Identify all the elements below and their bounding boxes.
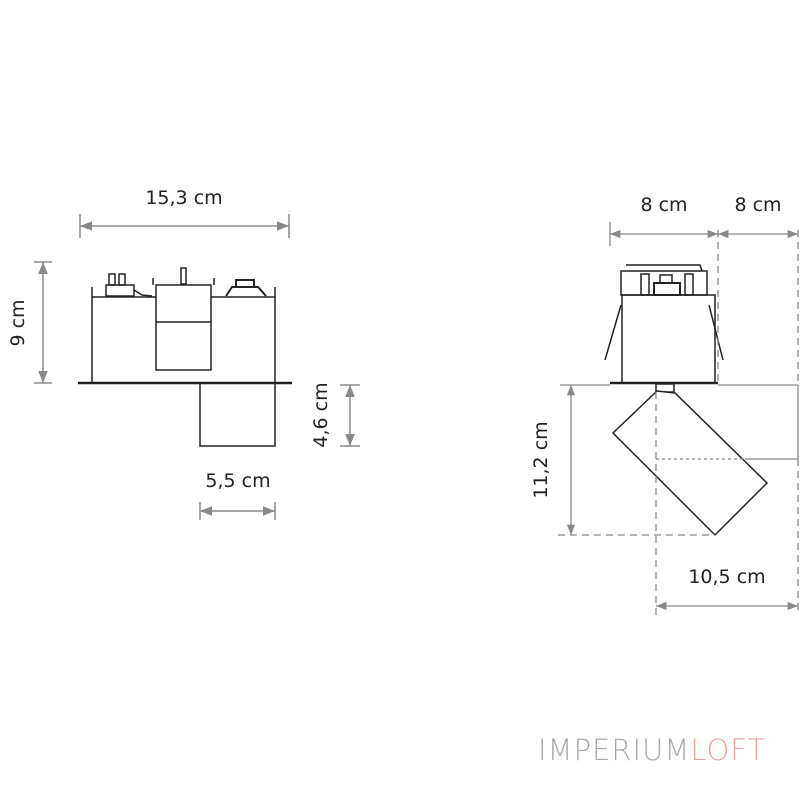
- front-view: [78, 267, 292, 447]
- dim-spot-width: 5,5 cm: [205, 470, 270, 492]
- logo-part1: IMPERIUM: [538, 733, 691, 767]
- dim-side-width: 8 cm: [640, 194, 687, 216]
- side-guide-lines: [558, 222, 799, 615]
- dim-front-height: 9 cm: [7, 299, 29, 346]
- brand-logo: IMPERIUMLOFT: [538, 733, 766, 767]
- dim-tilt-width: 10,5 cm: [688, 566, 765, 588]
- logo-part2: LOFT: [690, 733, 767, 767]
- dim-spot-height: 4,6 cm: [310, 382, 332, 447]
- front-dimension-lines: [34, 214, 360, 520]
- side-view: [604, 264, 769, 537]
- dim-side-offset: 8 cm: [734, 194, 781, 216]
- dim-front-width: 15,3 cm: [145, 187, 222, 209]
- dim-tilt-height: 11,2 cm: [530, 421, 552, 498]
